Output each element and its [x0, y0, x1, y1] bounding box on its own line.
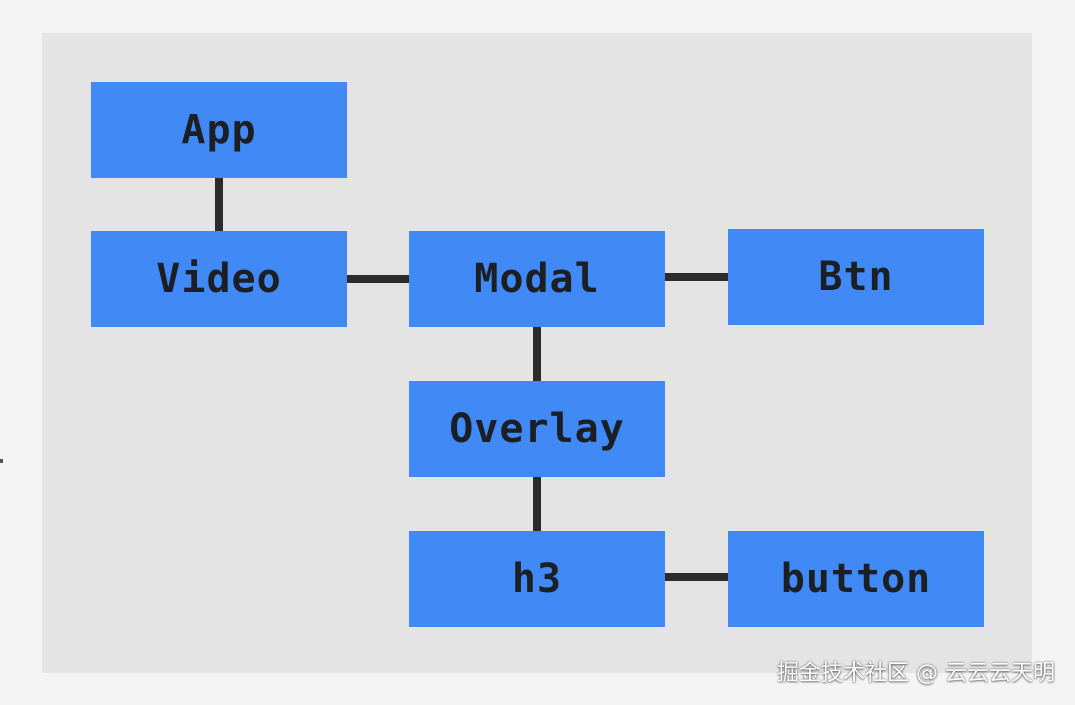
node-modal: Modal	[409, 231, 665, 327]
node-video: Video	[91, 231, 347, 327]
edge-app-video	[215, 178, 223, 232]
edge-video-modal	[347, 275, 409, 283]
edge-h3-button	[665, 573, 728, 581]
node-btn: Btn	[728, 229, 984, 325]
node-overlay: Overlay	[409, 381, 665, 477]
edge-overlay-h3	[533, 476, 541, 531]
node-h3: h3	[409, 531, 665, 627]
edge-marker-dot	[0, 459, 3, 463]
node-app: App	[91, 82, 347, 178]
edge-modal-btn	[665, 273, 728, 281]
node-button: button	[728, 531, 984, 627]
watermark-text: 掘金技术社区 @ 云云云天明	[777, 661, 1055, 686]
edge-modal-overlay	[533, 326, 541, 381]
